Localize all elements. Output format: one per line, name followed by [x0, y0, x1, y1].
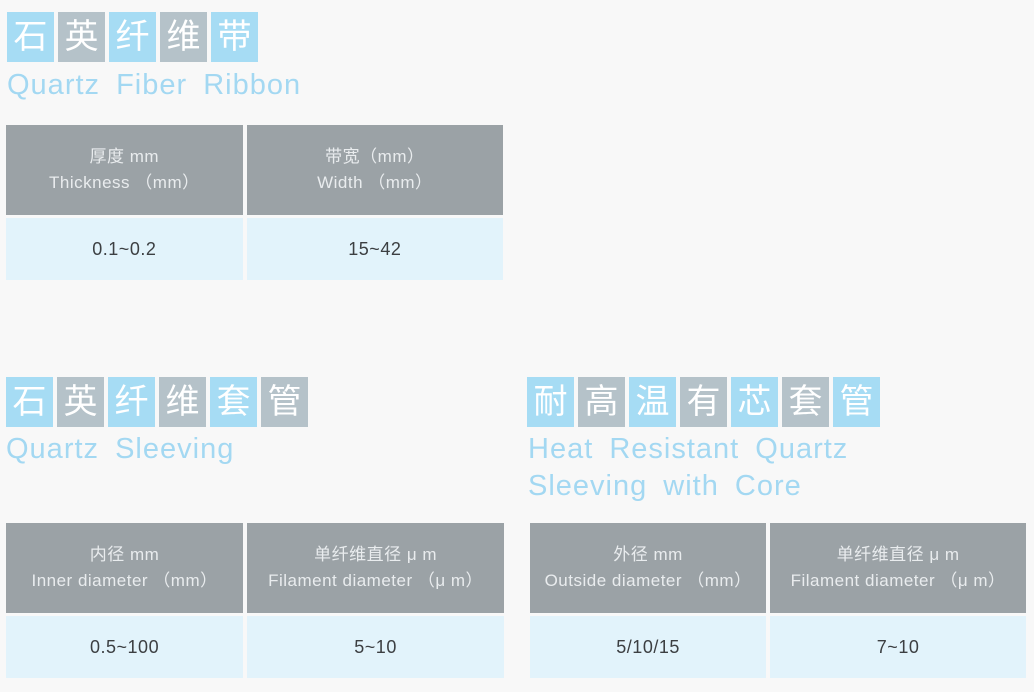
title-char-box: 管: [261, 377, 308, 427]
spec-value-cell: 5/10/15: [530, 616, 767, 678]
column-header-zh: 厚度 mm: [89, 147, 160, 166]
title-char-box: 英: [57, 377, 104, 427]
column-header-en: Filament diameter （μ m）: [790, 571, 1006, 590]
column-header-zh: 单纤维直径 μ m: [314, 545, 438, 564]
column-header-zh: 外径 mm: [613, 545, 683, 564]
table-header-row: 厚度 mm Thickness （mm） 带宽（mm） Width （mm）: [6, 125, 503, 215]
column-header-en: Width （mm）: [317, 173, 433, 192]
title-char-box: 维: [159, 377, 206, 427]
spec-table-quartz-sleeving: 内径 mm Inner diameter （mm） 单纤维直径 μ m Fila…: [6, 523, 504, 678]
table-value-row: 0.5~100 5~10: [6, 616, 504, 678]
title-char-box: 温: [629, 377, 676, 427]
spec-table-quartz-fiber-ribbon: 厚度 mm Thickness （mm） 带宽（mm） Width （mm） 0…: [6, 125, 503, 280]
section-title-quartz-fiber-ribbon: 石 英 纤 维 带: [7, 12, 258, 62]
column-header: 单纤维直径 μ m Filament diameter （μ m）: [770, 523, 1026, 613]
column-header: 外径 mm Outside diameter （mm）: [530, 523, 767, 613]
column-header: 厚度 mm Thickness （mm）: [6, 125, 243, 215]
title-char-box: 高: [578, 377, 625, 427]
title-char-box: 有: [680, 377, 727, 427]
title-char-box: 石: [6, 377, 53, 427]
section-title-heat-resistant-sleeving: 耐 高 温 有 芯 套 管: [527, 377, 880, 427]
title-char-box: 带: [211, 12, 258, 62]
section-title-quartz-sleeving: 石 英 纤 维 套 管: [6, 377, 308, 427]
title-char-box: 英: [58, 12, 105, 62]
table-header-row: 外径 mm Outside diameter （mm） 单纤维直径 μ m Fi…: [530, 523, 1026, 613]
spec-value-cell: 0.1~0.2: [6, 218, 243, 280]
column-header-en: Filament diameter （μ m）: [268, 571, 484, 590]
spec-table-heat-resistant-sleeving: 外径 mm Outside diameter （mm） 单纤维直径 μ m Fi…: [530, 523, 1026, 678]
title-char-box: 套: [210, 377, 257, 427]
table-value-row: 5/10/15 7~10: [530, 616, 1026, 678]
column-header-zh: 带宽（mm）: [325, 147, 425, 166]
title-char-box: 纤: [109, 12, 156, 62]
column-header-zh: 单纤维直径 μ m: [836, 545, 960, 564]
column-header-en: Outside diameter （mm）: [544, 571, 752, 590]
column-header: 单纤维直径 μ m Filament diameter （μ m）: [247, 523, 504, 613]
spec-value-cell: 5~10: [247, 616, 504, 678]
title-char-box: 维: [160, 12, 207, 62]
title-char-box: 石: [7, 12, 54, 62]
title-char-box: 套: [782, 377, 829, 427]
column-header-en: Inner diameter （mm）: [31, 571, 218, 590]
spec-value-cell: 7~10: [770, 616, 1026, 678]
column-header: 带宽（mm） Width （mm）: [246, 125, 503, 215]
table-value-row: 0.1~0.2 15~42: [6, 218, 503, 280]
section-subtitle-en: Quartz Fiber Ribbon: [7, 69, 302, 101]
title-char-box: 纤: [108, 377, 155, 427]
section-subtitle-en: Quartz Sleeving: [6, 433, 235, 465]
column-header-zh: 内径 mm: [89, 545, 160, 564]
title-char-box: 管: [833, 377, 880, 427]
column-header: 内径 mm Inner diameter （mm）: [6, 523, 244, 613]
spec-value-cell: 0.5~100: [6, 616, 244, 678]
table-header-row: 内径 mm Inner diameter （mm） 单纤维直径 μ m Fila…: [6, 523, 504, 613]
section-subtitle-en: Heat Resistant Quartz Sleeving with Core: [528, 433, 849, 502]
spec-value-cell: 15~42: [246, 218, 503, 280]
title-char-box: 耐: [527, 377, 574, 427]
column-header-en: Thickness （mm）: [49, 173, 200, 192]
title-char-box: 芯: [731, 377, 778, 427]
